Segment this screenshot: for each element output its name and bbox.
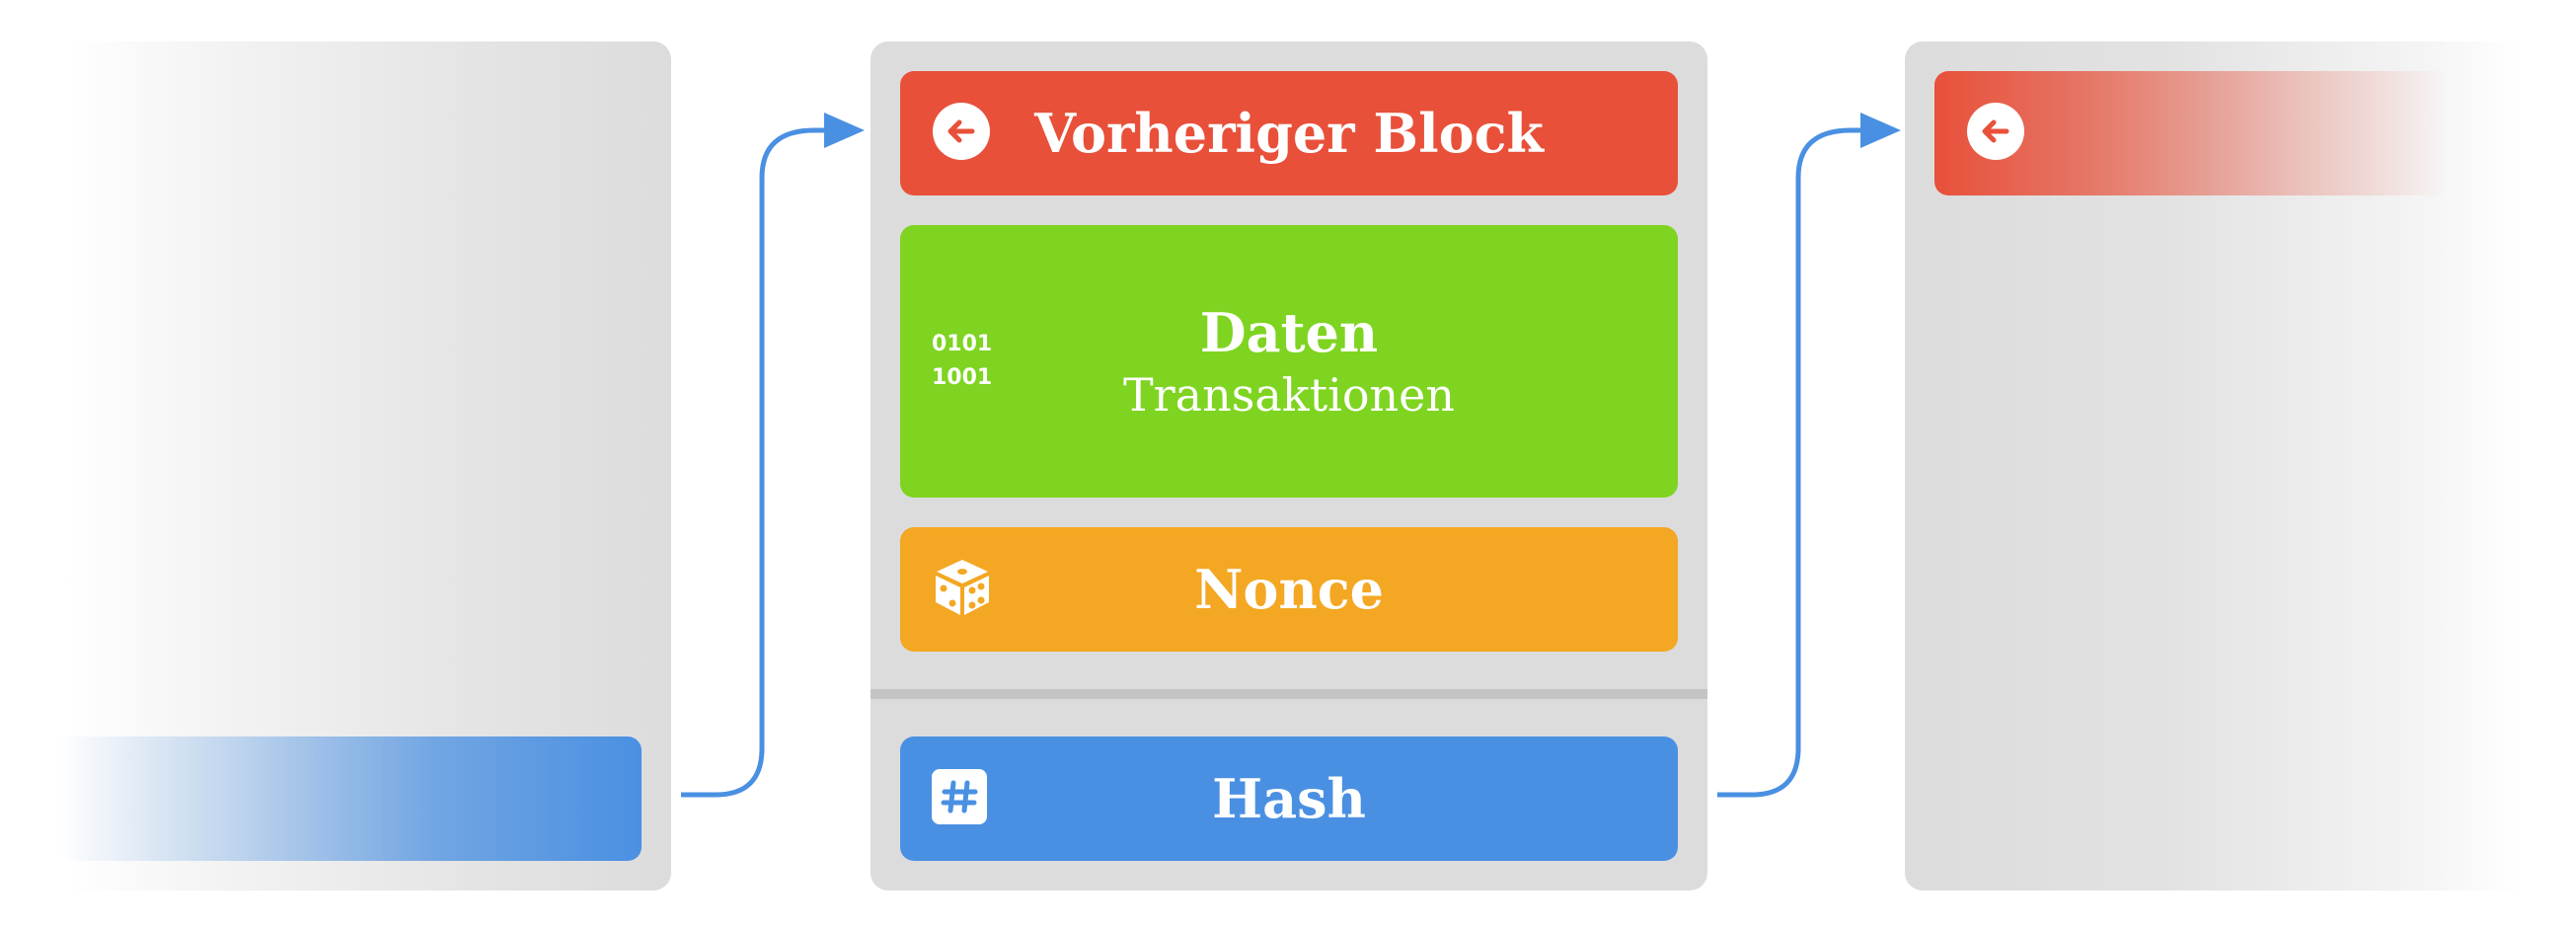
nonce-field: Nonce [900,527,1678,652]
data-field: 0101 1001 Daten Transaktionen [900,225,1678,498]
arrow-left-circle-icon [1966,102,2025,165]
hash-field: Hash [900,736,1678,861]
previous-block-hash-bar [57,736,642,861]
hash-label: Hash [1212,767,1366,830]
previous-block-field: Vorheriger Block [900,71,1678,195]
hash-icon [932,769,987,828]
nonce-label: Nonce [1194,558,1384,621]
arrow-left-circle-icon [932,102,991,165]
binary-icon: 0101 1001 [932,328,992,395]
data-sublabel: Transaktionen [1123,368,1455,422]
dice-icon [932,557,993,622]
header-divider [871,689,1707,699]
binary-line-2: 1001 [932,365,993,390]
data-label: Daten [1199,301,1379,364]
right-connector-arrow [1717,113,1901,798]
left-connector-arrow [681,113,865,798]
previous-block-label: Vorheriger Block [1034,102,1544,165]
current-block-card: Vorheriger Block 0101 1001 Daten Transak… [871,41,1707,891]
binary-line-1: 0101 [932,332,993,356]
previous-block-card [28,41,671,891]
next-block-card [1905,41,2548,891]
next-block-previous-field [1934,71,2519,195]
